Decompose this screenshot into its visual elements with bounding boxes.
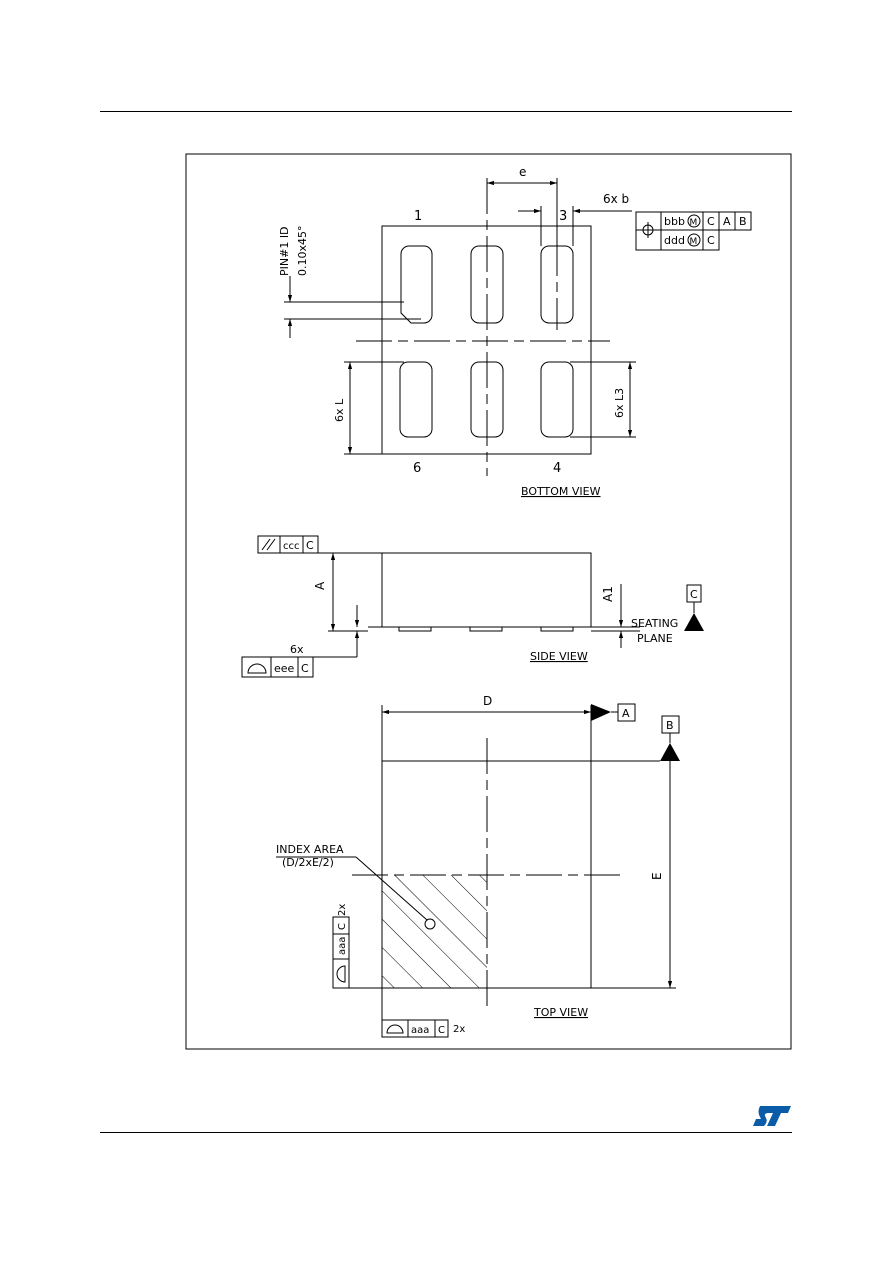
- footer-rule: [100, 1132, 792, 1133]
- mmc-modifier-icon: [687, 233, 701, 247]
- svg-text:B: B: [739, 215, 747, 228]
- parallelism-tolerance-frame: ccc C: [257, 535, 328, 554]
- pad-4: [540, 361, 574, 438]
- index-formula-label: (D/2xE/2): [282, 856, 334, 869]
- svg-text:bbb: bbb: [664, 215, 685, 228]
- svg-text:C: C: [707, 215, 715, 228]
- bottom-view-title: BOTTOM VIEW: [521, 485, 601, 498]
- side-pad: [469, 626, 503, 632]
- parallelism-symbol-icon: [261, 538, 276, 551]
- surface-profile-symbol-icon: [386, 1024, 404, 1034]
- datum-a-box: [617, 703, 636, 722]
- svg-text:C: C: [707, 234, 715, 247]
- side-body-outline: [381, 552, 592, 628]
- svg-text:C: C: [438, 1025, 445, 1036]
- svg-text:C: C: [337, 923, 348, 930]
- profile-tolerance-frame-bottom: aaa C 2x: [381, 988, 465, 1038]
- datum-a-label: A: [622, 707, 630, 720]
- index-area-hatch: [382, 875, 487, 988]
- svg-text:ddd: ddd: [664, 234, 685, 247]
- six-x-label: 6x: [290, 643, 304, 656]
- pad-1: [400, 245, 433, 324]
- side-pad: [398, 626, 432, 632]
- index-area-label: INDEX AREA: [276, 843, 344, 856]
- svg-text:A: A: [723, 215, 731, 228]
- drawing-frame: [185, 153, 792, 1050]
- chamfer-label: 0.10x45°: [296, 226, 309, 277]
- datum-c-label: C: [690, 588, 698, 601]
- profile-tolerance-frame-left: C aaa 2x: [332, 904, 382, 989]
- svg-text:M: M: [690, 237, 698, 247]
- mmc-modifier-icon: [687, 214, 701, 228]
- st-logo-icon: [753, 1106, 791, 1126]
- pin-4-label: 4: [553, 461, 561, 476]
- dim-l-label: 6x L: [333, 398, 346, 422]
- pin-1-label: 1: [414, 209, 422, 224]
- index-area-marker: [424, 918, 436, 930]
- position-symbol-icon: [640, 222, 656, 238]
- svg-text:aaa: aaa: [337, 937, 348, 955]
- surface-profile-symbol-icon: [247, 663, 267, 674]
- top-view-title: TOP VIEW: [533, 1006, 588, 1019]
- dim-e-top-label: E: [650, 872, 664, 880]
- dim-b-label: 6x b: [603, 192, 629, 206]
- side-pad: [540, 626, 574, 632]
- svg-text:ccc: ccc: [283, 541, 300, 552]
- dim-a1-label: A1: [601, 586, 615, 602]
- surface-profile-symbol-icon: [336, 965, 346, 983]
- dim-e-label: e: [519, 165, 526, 179]
- side-view-title: SIDE VIEW: [530, 650, 588, 663]
- dim-l3-label: 6x L3: [613, 388, 626, 418]
- header-rule: [100, 111, 792, 112]
- top-view: D A B E INDEX AREA (D/2xE/2) C aaa 2x: [276, 694, 680, 1038]
- datum-a-triangle: [591, 704, 611, 721]
- side-view: A A1 SEATING PLANE C ccc C 6x: [241, 535, 704, 678]
- pin-3-label: 3: [559, 209, 567, 224]
- datum-c-triangle: [684, 613, 704, 631]
- svg-text:eee: eee: [274, 662, 295, 675]
- position-tolerance-frame: bbb M C A B ddd M C: [635, 211, 752, 251]
- dim-d-label: D: [483, 694, 492, 708]
- coplanarity-tolerance-frame: eee C: [241, 656, 314, 678]
- svg-text:C: C: [306, 539, 314, 552]
- two-x-bottom-label: 2x: [453, 1024, 465, 1035]
- pin1-id-label: PIN#1 ID: [278, 226, 291, 276]
- dim-a-label: A: [313, 581, 327, 590]
- pad-6: [399, 361, 433, 438]
- datum-b-label: B: [666, 719, 674, 732]
- svg-text:aaa: aaa: [411, 1025, 429, 1036]
- datum-b-triangle: [660, 743, 680, 761]
- two-x-left-label: 2x: [337, 904, 348, 916]
- svg-text:C: C: [301, 662, 309, 675]
- svg-text:M: M: [690, 218, 698, 228]
- plane-label: PLANE: [637, 632, 673, 645]
- seating-label: SEATING: [631, 617, 678, 630]
- pin-6-label: 6: [413, 461, 421, 476]
- bottom-view: e 6x b 1 3 6 4 bbb M C A: [278, 165, 752, 498]
